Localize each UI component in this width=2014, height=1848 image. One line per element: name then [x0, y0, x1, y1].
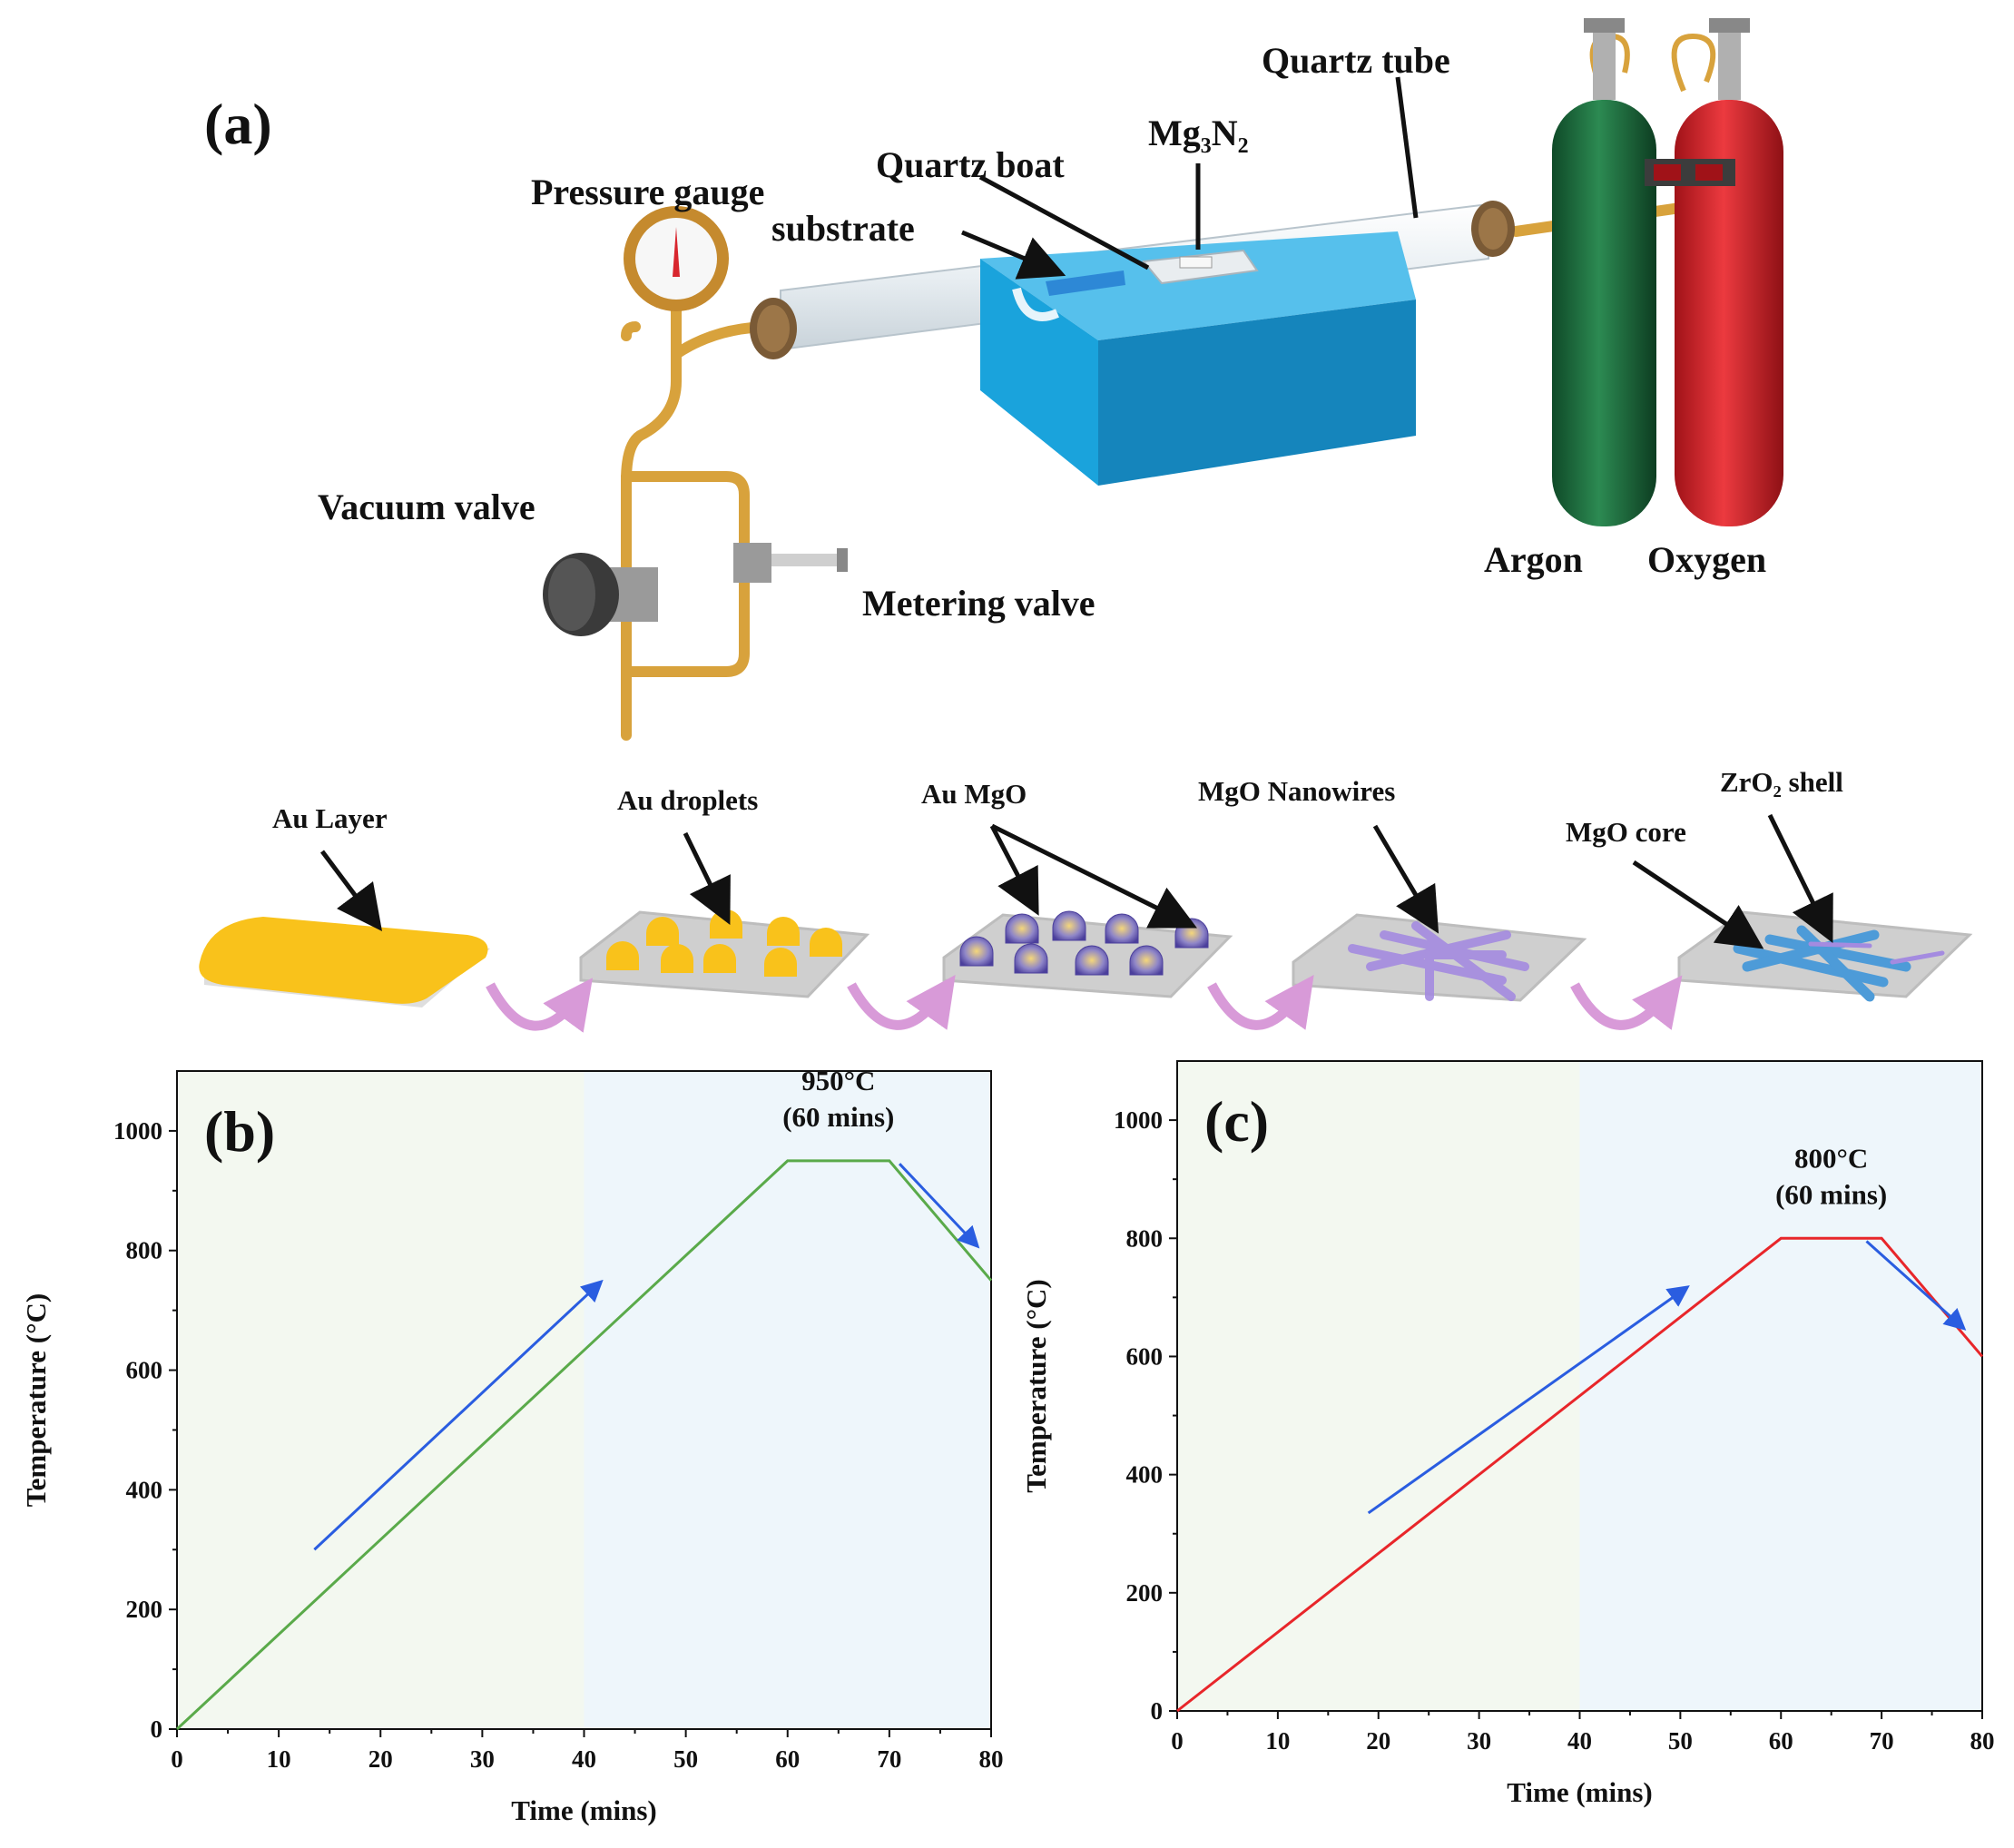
x-tick-label: 70	[1870, 1727, 1894, 1755]
y-axis-label: Temperature (°C)	[1020, 1279, 1052, 1492]
growth-step-label: Au droplets	[617, 784, 758, 816]
x-axis-label: Time (mins)	[511, 1794, 656, 1826]
y-tick-label: 1000	[1114, 1106, 1163, 1134]
plateau-annotation-temp: 800°C	[1794, 1142, 1868, 1174]
metering-valve-icon	[733, 543, 848, 583]
growth-step-label: MgO Nanowires	[1198, 775, 1395, 807]
x-tick-label: 30	[470, 1745, 495, 1773]
trend-arrow	[1367, 1285, 1690, 1515]
pressure-gauge-icon	[624, 206, 729, 311]
x-tick-label: 40	[572, 1745, 596, 1773]
x-tick-label: 80	[1970, 1727, 1995, 1755]
plateau-annotation-temp: 950°C	[801, 1065, 875, 1096]
growth-step-label: Au Layer	[272, 802, 388, 834]
growth-step-core-shell: MgO core ZrO₂ shell	[1566, 766, 1973, 1002]
x-tick-label: 30	[1467, 1727, 1491, 1755]
panel-a: (a)	[204, 18, 1783, 741]
y-tick-label: 600	[126, 1357, 163, 1384]
growth-step-au-layer: Au Layer	[199, 802, 490, 1008]
substrate-piece	[1046, 270, 1125, 296]
growth-step-label: Au MgO	[921, 778, 1027, 810]
x-tick-label: 60	[775, 1745, 800, 1773]
tube-caps	[750, 201, 1515, 359]
x-tick-label: 20	[368, 1745, 393, 1773]
growth-process-row: Au Layer Au droplets	[199, 766, 1973, 1033]
trend-arrow	[1865, 1240, 1967, 1331]
y-tick-label: 800	[126, 1237, 163, 1264]
x-tick-label: 40	[1567, 1727, 1592, 1755]
plateau-annotation-time: (60 mins)	[782, 1101, 894, 1133]
temperature-series-line	[175, 1159, 993, 1731]
y-tick-label: 0	[1151, 1697, 1164, 1725]
y-tick-label: 800	[1126, 1224, 1164, 1252]
x-tick-label: 50	[673, 1745, 698, 1773]
vacuum-valve-icon	[543, 553, 658, 636]
shaded-region	[584, 1071, 991, 1729]
shaded-region	[1177, 1061, 1580, 1711]
label-mg3n2: Mg₃N₂	[1148, 113, 1249, 153]
plateau-annotation-time: (60 mins)	[1775, 1178, 1887, 1210]
x-tick-label: 50	[1668, 1727, 1693, 1755]
temperature-series-line	[1176, 1236, 1984, 1713]
argon-cylinder	[1552, 18, 1656, 526]
label-metering-valve: Metering valve	[862, 583, 1095, 624]
growth-step-mgo-nanowires: MgO Nanowires	[1198, 775, 1587, 1002]
x-tick-label: 10	[1265, 1727, 1290, 1755]
trend-arrow	[898, 1163, 980, 1249]
y-axis-label: Temperature (°C)	[20, 1293, 52, 1507]
x-tick-label: 0	[171, 1745, 183, 1773]
panel-a-label: (a)	[204, 92, 272, 156]
oxygen-cylinder	[1675, 18, 1783, 526]
x-tick-label: 60	[1769, 1727, 1793, 1755]
x-tick-label: 20	[1366, 1727, 1390, 1755]
furnace	[980, 231, 1416, 486]
trend-arrow	[313, 1279, 604, 1551]
label-substrate: substrate	[771, 208, 915, 249]
y-tick-label: 600	[1126, 1342, 1164, 1370]
growth-step-label: MgO core	[1566, 816, 1686, 848]
growth-step-au-mgo: Au MgO	[921, 778, 1233, 998]
label-quartz-boat: Quartz boat	[876, 144, 1065, 185]
y-tick-label: 1000	[113, 1117, 162, 1145]
growth-step-label-shell: ZrO₂ shell	[1720, 766, 1843, 798]
y-tick-label: 0	[151, 1715, 163, 1743]
x-axis-label: Time (mins)	[1507, 1776, 1652, 1808]
gas-regulator-icon	[1645, 159, 1735, 186]
label-oxygen: Oxygen	[1647, 539, 1766, 580]
panel-a-leaders	[961, 76, 1419, 280]
growth-step-au-droplets: Au droplets	[579, 784, 870, 998]
label-vacuum-valve: Vacuum valve	[318, 487, 535, 527]
y-tick-label: 400	[1126, 1461, 1164, 1489]
y-tick-label: 400	[126, 1476, 163, 1503]
x-tick-label: 10	[267, 1745, 291, 1773]
x-tick-label: 70	[877, 1745, 901, 1773]
y-tick-label: 200	[126, 1596, 163, 1623]
shaded-region	[177, 1071, 585, 1729]
x-tick-label: 80	[979, 1745, 1004, 1773]
x-tick-label: 0	[1171, 1727, 1184, 1755]
label-argon: Argon	[1484, 539, 1583, 580]
panel-label: (b)	[204, 1099, 275, 1164]
shaded-region	[1579, 1061, 1982, 1711]
y-tick-label: 200	[1126, 1579, 1164, 1607]
oxygen-hose	[1671, 33, 1716, 93]
label-quartz-tube: Quartz tube	[1262, 40, 1450, 81]
quartz-boat	[1142, 249, 1259, 285]
step-transition-arrows	[486, 975, 1683, 1033]
label-pressure-gauge: Pressure gauge	[531, 172, 764, 212]
panel-label: (c)	[1204, 1089, 1269, 1154]
